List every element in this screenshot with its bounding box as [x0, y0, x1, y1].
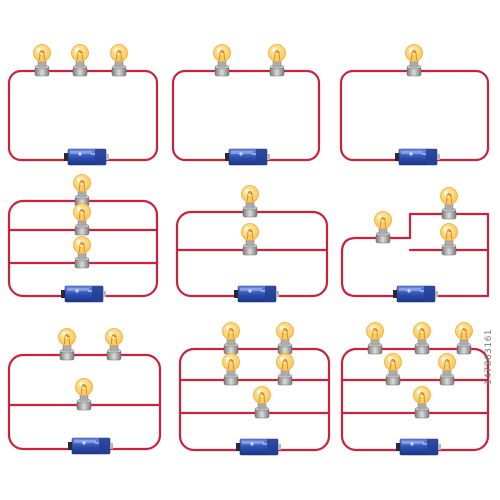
battery-icon	[61, 285, 106, 303]
battery-icon	[64, 148, 109, 166]
light-bulb-icon	[405, 44, 423, 77]
light-bulb-icon	[75, 378, 93, 411]
light-bulb-icon	[222, 322, 240, 355]
light-bulb-icon	[253, 386, 271, 419]
battery-icon	[68, 437, 113, 455]
battery-icon	[395, 148, 440, 166]
light-bulb-icon	[105, 328, 123, 361]
battery-icon	[396, 438, 441, 456]
light-bulb-icon	[110, 44, 128, 77]
circuit-2-wire	[171, 69, 321, 162]
battery-icon	[236, 438, 281, 456]
light-bulb-icon	[241, 185, 259, 218]
light-bulb-icon	[276, 322, 294, 355]
light-bulb-icon	[366, 322, 384, 355]
components-layer	[33, 44, 473, 456]
light-bulb-icon	[222, 353, 240, 386]
circuit-6-wire	[340, 212, 490, 298]
circuit-3-wire	[339, 69, 490, 162]
light-bulb-icon	[440, 187, 458, 220]
battery-icon	[225, 148, 270, 166]
light-bulb-icon	[73, 174, 91, 207]
light-bulb-icon	[33, 44, 51, 77]
light-bulb-icon	[71, 44, 89, 77]
circuit-1-wire	[7, 69, 159, 162]
light-bulb-icon	[438, 353, 456, 386]
battery-icon	[234, 285, 279, 303]
image-id-text: 147863161	[484, 328, 494, 385]
battery-icon	[393, 285, 438, 303]
light-bulb-icon	[455, 322, 473, 355]
light-bulb-icon	[268, 44, 286, 77]
light-bulb-icon	[440, 223, 458, 256]
light-bulb-icon	[58, 328, 76, 361]
light-bulb-icon	[384, 353, 402, 386]
light-bulb-icon	[413, 386, 431, 419]
light-bulb-icon	[413, 322, 431, 355]
light-bulb-icon	[73, 203, 91, 236]
light-bulb-icon	[213, 44, 231, 77]
light-bulb-icon	[374, 211, 392, 244]
light-bulb-icon	[276, 353, 294, 386]
light-bulb-icon	[241, 223, 259, 256]
light-bulb-icon	[73, 236, 91, 269]
